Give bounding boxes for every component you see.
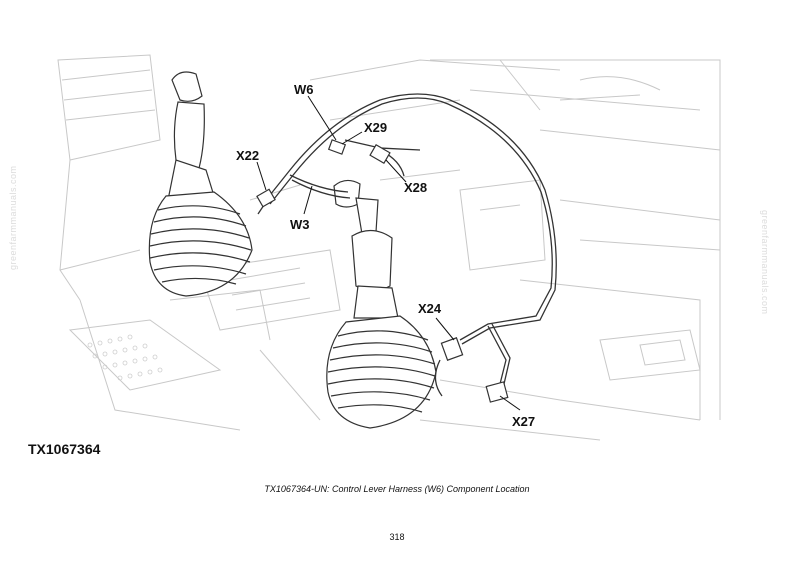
connector-x22 (256, 188, 276, 208)
connector-x24 (440, 337, 464, 361)
callout-x22: X22 (236, 148, 259, 163)
background-frame (57, 54, 721, 441)
callout-w6: W6 (294, 82, 314, 97)
left-control-lever (148, 71, 253, 297)
connector-x28 (369, 143, 391, 165)
callout-x24: X24 (418, 301, 442, 316)
callout-x29: X29 (364, 120, 387, 135)
page-number: 318 (389, 532, 405, 542)
watermark-left: greenfarmmanuals.com (8, 165, 18, 270)
harness-w6 (257, 93, 557, 397)
floor-plate-holes (87, 334, 163, 381)
figure-id: TX1067364 (28, 441, 101, 457)
right-control-lever (326, 179, 437, 429)
callout-x27: X27 (512, 414, 535, 429)
leader-lines (256, 95, 521, 411)
callout-x28: X28 (404, 180, 427, 195)
callout-w3: W3 (290, 217, 310, 232)
connector-x27 (485, 381, 509, 403)
figure-caption: TX1067364-UN: Control Lever Harness (W6)… (264, 484, 530, 494)
connector-x29 (327, 139, 347, 155)
connectors (256, 139, 509, 403)
watermark-right: greenfarmmanuals.com (760, 210, 770, 315)
